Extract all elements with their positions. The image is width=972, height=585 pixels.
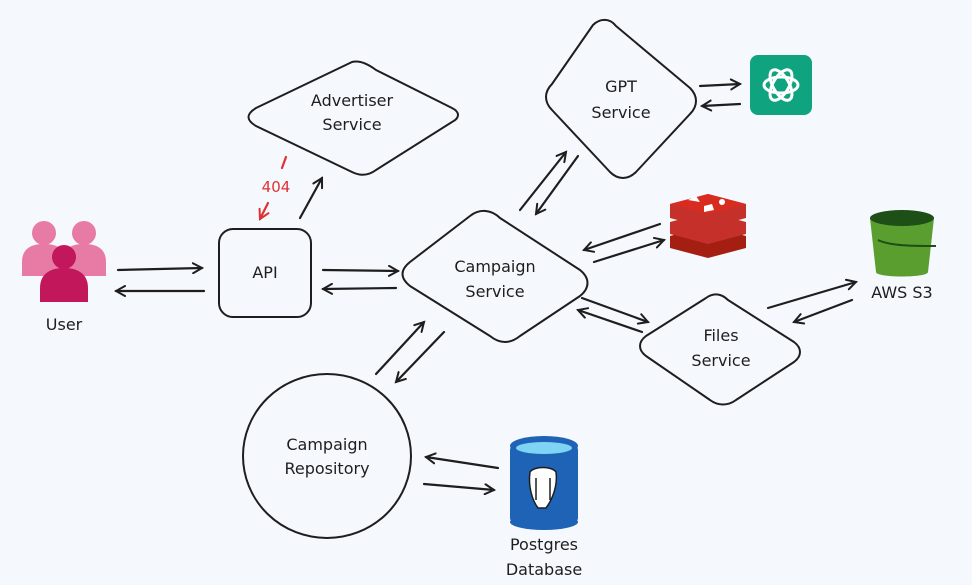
arrow-files-to-campaign [578, 310, 644, 334]
gpt-service-label-2: Service [591, 103, 650, 122]
advertiser-service-label-1: Advertiser [311, 91, 394, 110]
openai-icon [750, 55, 812, 115]
error-tick [280, 155, 288, 170]
arrow-user-to-api [116, 268, 202, 270]
arrow-campaign-to-files [580, 296, 648, 322]
campaign-service-label-1: Campaign [454, 257, 535, 276]
redis-icon [670, 194, 746, 258]
arrow-campaign-to-gpt [518, 152, 566, 212]
advertiser-service-node: Advertiser Service [247, 60, 459, 176]
api-label: API [252, 263, 277, 282]
arrow-files-to-s3 [766, 282, 856, 310]
arrow-gpt-to-campaign [536, 154, 580, 214]
arrow-repo-to-postgres [422, 482, 494, 490]
gpt-service-node: GPT Service [545, 18, 697, 179]
arrow-postgres-to-repo [426, 457, 500, 470]
aws-s3-label: AWS S3 [871, 283, 932, 302]
arrow-s3-to-files [794, 298, 854, 322]
postgres-label-2: Database [506, 560, 582, 579]
postgres-database-icon [510, 436, 578, 530]
aws-s3-bucket-icon [870, 210, 937, 277]
arrow-gpt-to-openai [698, 84, 740, 86]
api-node: API [218, 228, 312, 318]
arrow-campaign-to-redis [592, 240, 664, 264]
campaign-service-label-2: Service [465, 282, 524, 301]
campaign-repository-label-2: Repository [284, 459, 369, 478]
arrow-repo-to-campaign [374, 322, 424, 376]
files-service-label-1: Files [703, 326, 738, 345]
error-arrow [260, 201, 268, 219]
arrow-api-to-advertiser [298, 178, 324, 220]
arrow-api-to-campaign [321, 270, 398, 271]
arrow-campaign-to-api [323, 288, 398, 289]
arrow-redis-to-campaign [584, 222, 662, 250]
postgres-label-1: Postgres [510, 535, 578, 554]
campaign-repository-label-1: Campaign [286, 435, 367, 454]
advertiser-service-label-2: Service [322, 115, 381, 134]
users-icon [22, 221, 106, 302]
campaign-service-node: Campaign Service [401, 210, 589, 343]
gpt-service-label-1: GPT [605, 77, 637, 96]
error-code-label: 404 [262, 178, 291, 196]
files-service-node: Files Service [639, 293, 801, 406]
user-label: User [46, 315, 83, 334]
files-service-label-2: Service [691, 351, 750, 370]
campaign-repository-node: Campaign Repository [242, 373, 412, 539]
arrow-campaign-to-repo [396, 330, 446, 382]
arrow-openai-to-gpt [702, 104, 742, 106]
